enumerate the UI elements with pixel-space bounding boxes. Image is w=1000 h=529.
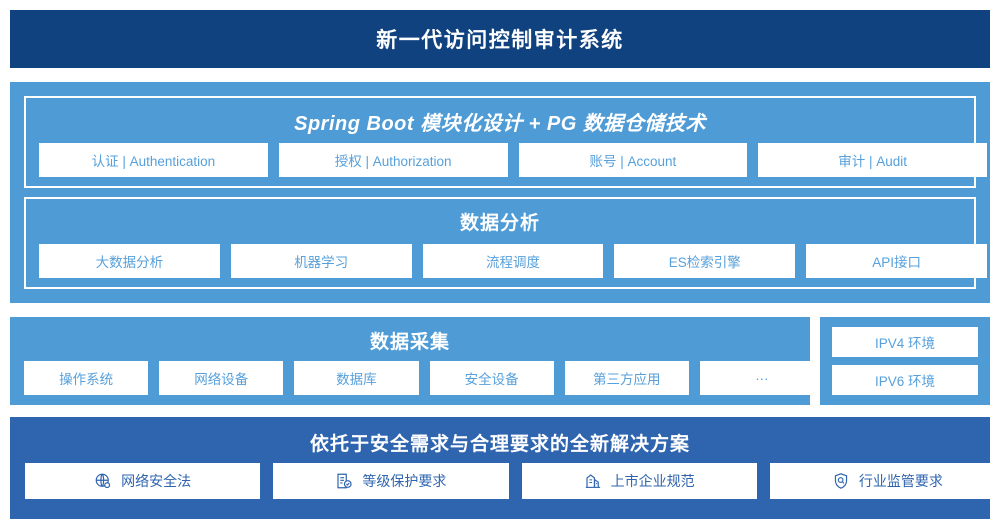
solution-chip-row: 网络安全法 等级保护要求 xyxy=(25,463,1000,499)
chip-label: ··· xyxy=(755,370,769,386)
solution-section: 依托于安全需求与合理要求的全新解决方案 网络安全法 xyxy=(10,417,1000,519)
data-analysis-title: 数据分析 xyxy=(459,213,540,234)
spring-boot-chip-row: 认证 | Authentication 授权 | Authorization 账… xyxy=(39,143,987,177)
page-title: 新一代访问控制审计系统 xyxy=(376,29,624,52)
chip-label: 大数据分析 xyxy=(95,255,164,270)
chip-more-ellipsis[interactable]: ··· xyxy=(699,361,825,395)
chip-third-party-app[interactable]: 第三方应用 xyxy=(564,361,689,395)
chip-label: IPV4 环境 xyxy=(874,336,936,351)
chip-label: 网络安全法 xyxy=(121,473,192,489)
chip-label: 审计 | Audit xyxy=(838,154,908,169)
chip-label: 网络设备 xyxy=(194,372,249,387)
chip-process-scheduling[interactable]: 流程调度 xyxy=(422,244,604,278)
chip-audit[interactable]: 审计 | Audit xyxy=(758,143,987,177)
chip-label: 认证 | Authentication xyxy=(91,154,216,169)
chip-big-data-analysis[interactable]: 大数据分析 xyxy=(39,244,220,278)
chip-label: 账号 | Account xyxy=(589,154,677,169)
chip-cybersecurity-law[interactable]: 网络安全法 xyxy=(25,463,261,499)
solution-title: 依托于安全需求与合理要求的全新解决方案 xyxy=(309,434,690,455)
chip-label: 流程调度 xyxy=(485,255,540,270)
chip-label: IPV6 环境 xyxy=(874,374,936,389)
chip-api-interface[interactable]: API接口 xyxy=(806,244,987,278)
chip-label: API接口 xyxy=(872,255,921,270)
data-analysis-chip-row: 大数据分析 机器学习 流程调度 ES检索引擎 API接口 xyxy=(39,244,987,278)
chip-ipv6-environment[interactable]: IPV6 环境 xyxy=(832,365,978,395)
bank-building-icon xyxy=(584,472,602,490)
chip-es-search-engine[interactable]: ES检索引擎 xyxy=(614,244,796,278)
chip-label: 第三方应用 xyxy=(593,372,661,387)
chip-classified-protection[interactable]: 等级保护要求 xyxy=(273,463,509,499)
data-collection-title: 数据采集 xyxy=(369,332,450,353)
spring-boot-title: Spring Boot 模块化设计 + PG 数据仓储技术 xyxy=(294,113,706,135)
globe-icon xyxy=(94,472,112,490)
chip-ipv4-environment[interactable]: IPV4 环境 xyxy=(832,327,978,357)
chip-industry-regulation[interactable]: 行业监管要求 xyxy=(769,463,1000,499)
chip-authorization[interactable]: 授权 | Authorization xyxy=(278,143,508,177)
page-header: 新一代访问控制审计系统 xyxy=(10,10,990,68)
data-collection-section: 数据采集 操作系统 网络设备 数据库 安全设备 第三方应用 ··· xyxy=(10,317,825,405)
document-check-icon xyxy=(335,472,353,490)
ip-environment-section: IPV4 环境 IPV6 环境 xyxy=(820,317,990,405)
chip-database[interactable]: 数据库 xyxy=(294,361,419,395)
chip-label: 授权 | Authorization xyxy=(334,154,452,169)
solution-title-wrap: 依托于安全需求与合理要求的全新解决方案 xyxy=(10,429,990,456)
chip-security-device[interactable]: 安全设备 xyxy=(429,361,554,395)
chip-authentication[interactable]: 认证 | Authentication xyxy=(39,143,268,177)
chip-label: 操作系统 xyxy=(59,372,114,387)
chip-label: 行业监管要求 xyxy=(858,473,943,489)
chip-network-device[interactable]: 网络设备 xyxy=(159,361,284,395)
chip-operating-system[interactable]: 操作系统 xyxy=(24,361,149,395)
chip-account[interactable]: 账号 | Account xyxy=(518,143,748,177)
spring-boot-title-wrap: Spring Boot 模块化设计 + PG 数据仓储技术 xyxy=(26,107,974,136)
spring-boot-group: Spring Boot 模块化设计 + PG 数据仓储技术 认证 | Authe… xyxy=(24,96,987,188)
platform-section: Spring Boot 模块化设计 + PG 数据仓储技术 认证 | Authe… xyxy=(10,82,990,303)
chip-label: 数据库 xyxy=(336,372,377,387)
chip-label: 上市企业规范 xyxy=(610,473,695,489)
chip-machine-learning[interactable]: 机器学习 xyxy=(230,244,412,278)
data-analysis-group: 数据分析 大数据分析 机器学习 流程调度 ES检索引擎 API接口 xyxy=(24,197,987,289)
chip-label: 安全设备 xyxy=(464,372,519,387)
data-analysis-title-wrap: 数据分析 xyxy=(26,208,974,235)
chip-listed-company-standard[interactable]: 上市企业规范 xyxy=(521,463,757,499)
chip-label: 机器学习 xyxy=(294,255,349,270)
chip-label: ES检索引擎 xyxy=(668,255,741,270)
shield-search-icon xyxy=(832,472,850,490)
data-collection-chip-row: 操作系统 网络设备 数据库 安全设备 第三方应用 ··· xyxy=(24,361,825,395)
chip-label: 等级保护要求 xyxy=(362,473,447,489)
data-collection-title-wrap: 数据采集 xyxy=(10,327,810,354)
